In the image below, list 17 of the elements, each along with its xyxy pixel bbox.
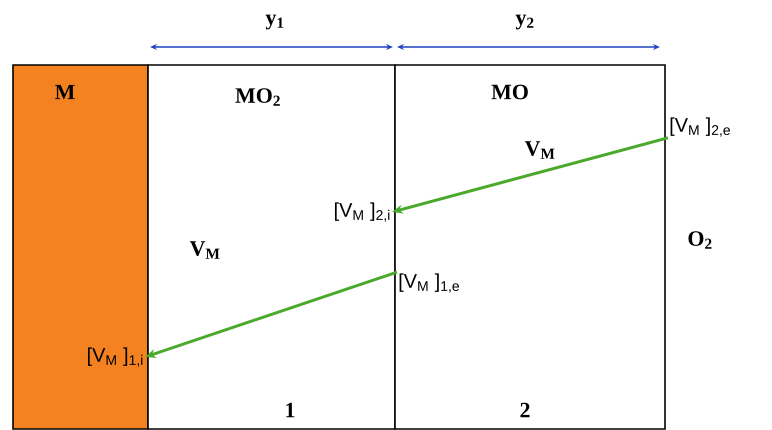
edge-label: V$_{M}$ — [524, 141, 554, 159]
dimension-label: y$_{2}$ — [516, 14, 534, 30]
concentration-label: [V$_{M}$ ]$_{1,e}$ — [400, 273, 459, 293]
concentration-label: [V$_{M}$ ]$_{1,i}$ — [88, 347, 142, 367]
layer-label: M — [55, 84, 75, 100]
layer-label: MO — [492, 84, 528, 100]
layer-label: MO$_{2}$ — [235, 88, 280, 106]
layer-label: V$_{M}$ — [190, 241, 220, 259]
dimension-label: y$_{1}$ — [266, 14, 284, 30]
layer-band — [147, 64, 396, 430]
gas-label: O$_{2}$ — [688, 231, 712, 249]
layer-label: 2 — [520, 402, 530, 418]
layer-label: 1 — [286, 402, 294, 418]
layer-band — [394, 64, 666, 430]
concentration-label: [V$_{M}$ ]$_{2,i}$ — [335, 202, 390, 222]
concentration-label: [V$_{M}$ ]$_{2,e}$ — [670, 117, 730, 137]
layer-band — [12, 64, 149, 430]
